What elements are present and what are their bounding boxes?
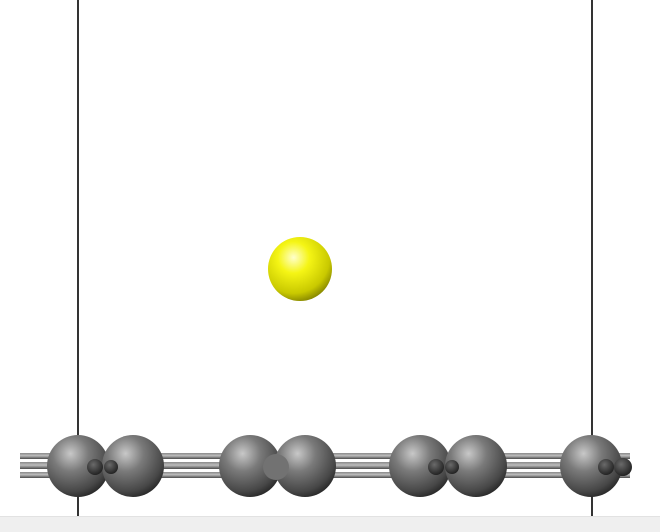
carbon-atom-front <box>598 459 614 475</box>
carbon-atom <box>560 435 622 497</box>
status-bar <box>0 516 660 532</box>
carbon-atom-front <box>428 459 444 475</box>
front-small-atoms <box>87 454 632 480</box>
carbon-atom <box>274 435 336 497</box>
carbon-atom-front <box>445 460 459 474</box>
carbon-atom <box>389 435 451 497</box>
carbon-atom-front <box>87 459 103 475</box>
carbon-layer <box>47 435 622 497</box>
carbon-atom <box>219 435 281 497</box>
carbon-atom-front <box>614 458 632 476</box>
molecule-viewport[interactable] <box>0 0 660 516</box>
carbon-atom <box>102 435 164 497</box>
sulfur-atom <box>268 237 332 301</box>
carbon-atom <box>47 435 109 497</box>
carbon-atom <box>445 435 507 497</box>
structure-render <box>20 0 632 516</box>
carbon-atom-front <box>263 454 289 480</box>
carbon-atom-front <box>104 460 118 474</box>
